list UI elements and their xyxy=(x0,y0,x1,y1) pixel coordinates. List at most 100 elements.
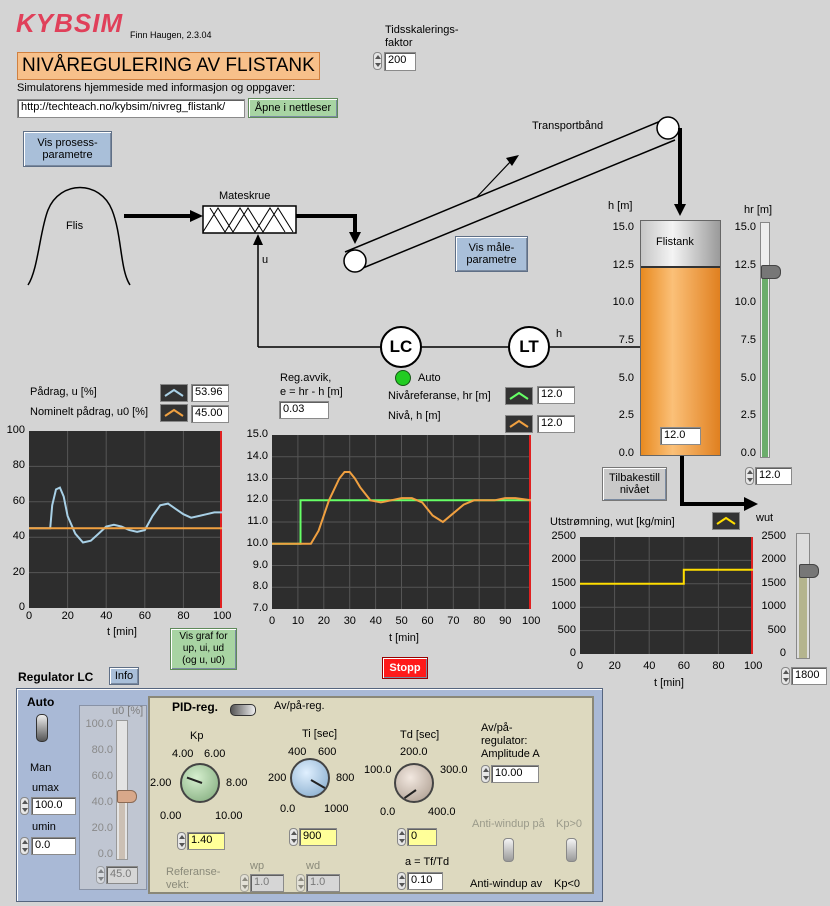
u0-slider-thumb[interactable] xyxy=(117,790,137,803)
kp-sign-toggle[interactable] xyxy=(566,838,577,862)
chart1-legend-u xyxy=(160,384,188,402)
show-process-params-button[interactable]: Vis prosess- parametre xyxy=(23,131,112,167)
chart2-y-tick: 14.0 xyxy=(246,449,268,462)
chart3-x-tick: 40 xyxy=(643,660,656,672)
kp-spinner[interactable] xyxy=(177,832,186,850)
chart2-x-tick: 80 xyxy=(473,615,486,627)
chart1-x-tick: 40 xyxy=(100,610,113,622)
td-tick-400: 400.0 xyxy=(428,806,456,818)
kp-tick-10: 10.00 xyxy=(215,810,243,822)
tank-level-field: 12.0 xyxy=(660,427,701,445)
wp-spinner[interactable] xyxy=(240,874,249,892)
chart1-x-tick: 0 xyxy=(26,610,33,622)
outflow-tick: 2000 xyxy=(761,553,786,566)
tank-name: Flistank xyxy=(656,236,694,248)
ref-slider-track[interactable] xyxy=(760,222,770,458)
outflow-slider-track[interactable] xyxy=(796,533,810,659)
regulator-info-button[interactable]: Info xyxy=(109,667,139,685)
umin-field[interactable]: 0.0 xyxy=(31,837,76,855)
chart2-y-tick: 10.0 xyxy=(246,536,268,549)
chart2-x-tick: 100 xyxy=(522,615,541,627)
chart2-x-tick: 30 xyxy=(343,615,356,627)
kp-field[interactable]: 1.40 xyxy=(187,832,225,850)
open-browser-button[interactable]: Åpne i nettleser xyxy=(248,98,338,118)
url-field[interactable]: http://techteach.no/kybsim/nivreg_flista… xyxy=(17,99,245,118)
ti-knob-pointer xyxy=(310,779,326,789)
u0-label: u0 [%] xyxy=(112,705,144,717)
outflow-arrow-head xyxy=(744,497,758,511)
lc-controller[interactable]: LC xyxy=(380,326,422,368)
antiwindup-on-label: Anti-windup på xyxy=(472,818,545,830)
show-graph-label-3: (og u, u0) xyxy=(182,655,225,666)
mateskrue-screw-2 xyxy=(209,207,286,233)
auto-man-toggle[interactable] xyxy=(36,714,48,742)
td-knob[interactable] xyxy=(394,763,434,803)
u0-tick: 0.0 xyxy=(97,848,113,860)
tf-spinner[interactable] xyxy=(397,872,406,890)
chart3-plot xyxy=(580,537,753,654)
chart2-plot xyxy=(272,435,532,609)
pid-avpa-toggle[interactable] xyxy=(230,704,256,716)
umin-spinner[interactable] xyxy=(20,837,29,855)
td-spinner[interactable] xyxy=(397,828,406,846)
kp-tick-4: 4.00 xyxy=(172,748,194,760)
outflow-field[interactable]: 1800 xyxy=(791,667,827,685)
avpa-amp-field[interactable]: 10.00 xyxy=(491,765,539,783)
ti-field[interactable]: 900 xyxy=(299,828,337,846)
time-scale-field[interactable]: 200 xyxy=(384,52,416,71)
u0-tick: 80.0 xyxy=(91,744,113,756)
antiwindup-off-label: Anti-windup av xyxy=(470,878,543,890)
tf-field[interactable]: 0.10 xyxy=(407,872,443,890)
umax-label: umax xyxy=(32,782,59,794)
avpa-amp-label-2: regulator: xyxy=(481,735,528,747)
transport-label: Transportbånd xyxy=(532,120,604,132)
chart1-label-u: Pådrag, u [%] xyxy=(30,386,97,398)
umax-field[interactable]: 100.0 xyxy=(31,797,76,815)
chart2-xlabel: t [min] xyxy=(389,632,419,644)
ref-slider-spinner[interactable] xyxy=(745,467,754,485)
chart1-xlabel: t [min] xyxy=(107,626,137,638)
wd-field[interactable]: 1.0 xyxy=(306,874,340,892)
mateskrue-screw xyxy=(202,207,294,233)
outflow-spinner[interactable] xyxy=(781,667,790,685)
reset-level-label-1: Tilbakestill xyxy=(609,472,660,484)
td-field[interactable]: 0 xyxy=(407,828,437,846)
kp-knob[interactable] xyxy=(180,763,220,803)
td-tick-0: 0.0 xyxy=(380,806,396,818)
show-measure-params-label-2: parametre xyxy=(466,254,517,266)
wp-field[interactable]: 1.0 xyxy=(250,874,284,892)
ti-tick-200: 200 xyxy=(268,772,287,784)
outflow-slider-thumb[interactable] xyxy=(799,564,819,578)
kp-label: Kp xyxy=(190,730,204,742)
flis-label: Flis xyxy=(66,220,84,232)
stop-button[interactable]: Stopp xyxy=(382,657,428,679)
wd-spinner[interactable] xyxy=(296,874,305,892)
chart1-x-tick: 60 xyxy=(138,610,152,622)
chart2-value-h: 12.0 xyxy=(537,415,575,433)
umax-spinner[interactable] xyxy=(20,797,29,815)
u0-field[interactable]: 45.0 xyxy=(106,866,138,884)
ref-slider-field[interactable]: 12.0 xyxy=(755,467,792,485)
time-scale-spinner[interactable] xyxy=(373,52,382,70)
chart2-legend-hr xyxy=(505,387,533,405)
ti-spinner[interactable] xyxy=(289,828,298,846)
ti-tick-0: 0.0 xyxy=(280,803,296,815)
chart3-y-tick: 500 xyxy=(557,623,576,636)
chart3-x-tick: 100 xyxy=(744,660,763,672)
chart1-y-tick: 40 xyxy=(12,530,25,543)
u0-spinner[interactable] xyxy=(96,866,105,884)
show-graph-button[interactable]: Vis graf for up, ui, ud (og u, u0) xyxy=(170,628,237,670)
ref-slider-thumb[interactable] xyxy=(761,265,781,279)
reset-level-button[interactable]: Tilbakestill nivået xyxy=(602,467,667,501)
ti-knob[interactable] xyxy=(290,758,330,798)
chart1-x-tick: 20 xyxy=(61,610,74,622)
belt-pulley-low xyxy=(343,249,367,273)
antiwindup-toggle[interactable] xyxy=(503,838,514,862)
ti-tick-600: 600 xyxy=(318,746,337,758)
chart2-x-tick: 70 xyxy=(447,615,460,627)
show-measure-params-button[interactable]: Vis måle- parametre xyxy=(455,236,528,272)
avpa-amp-spinner[interactable] xyxy=(481,765,490,783)
